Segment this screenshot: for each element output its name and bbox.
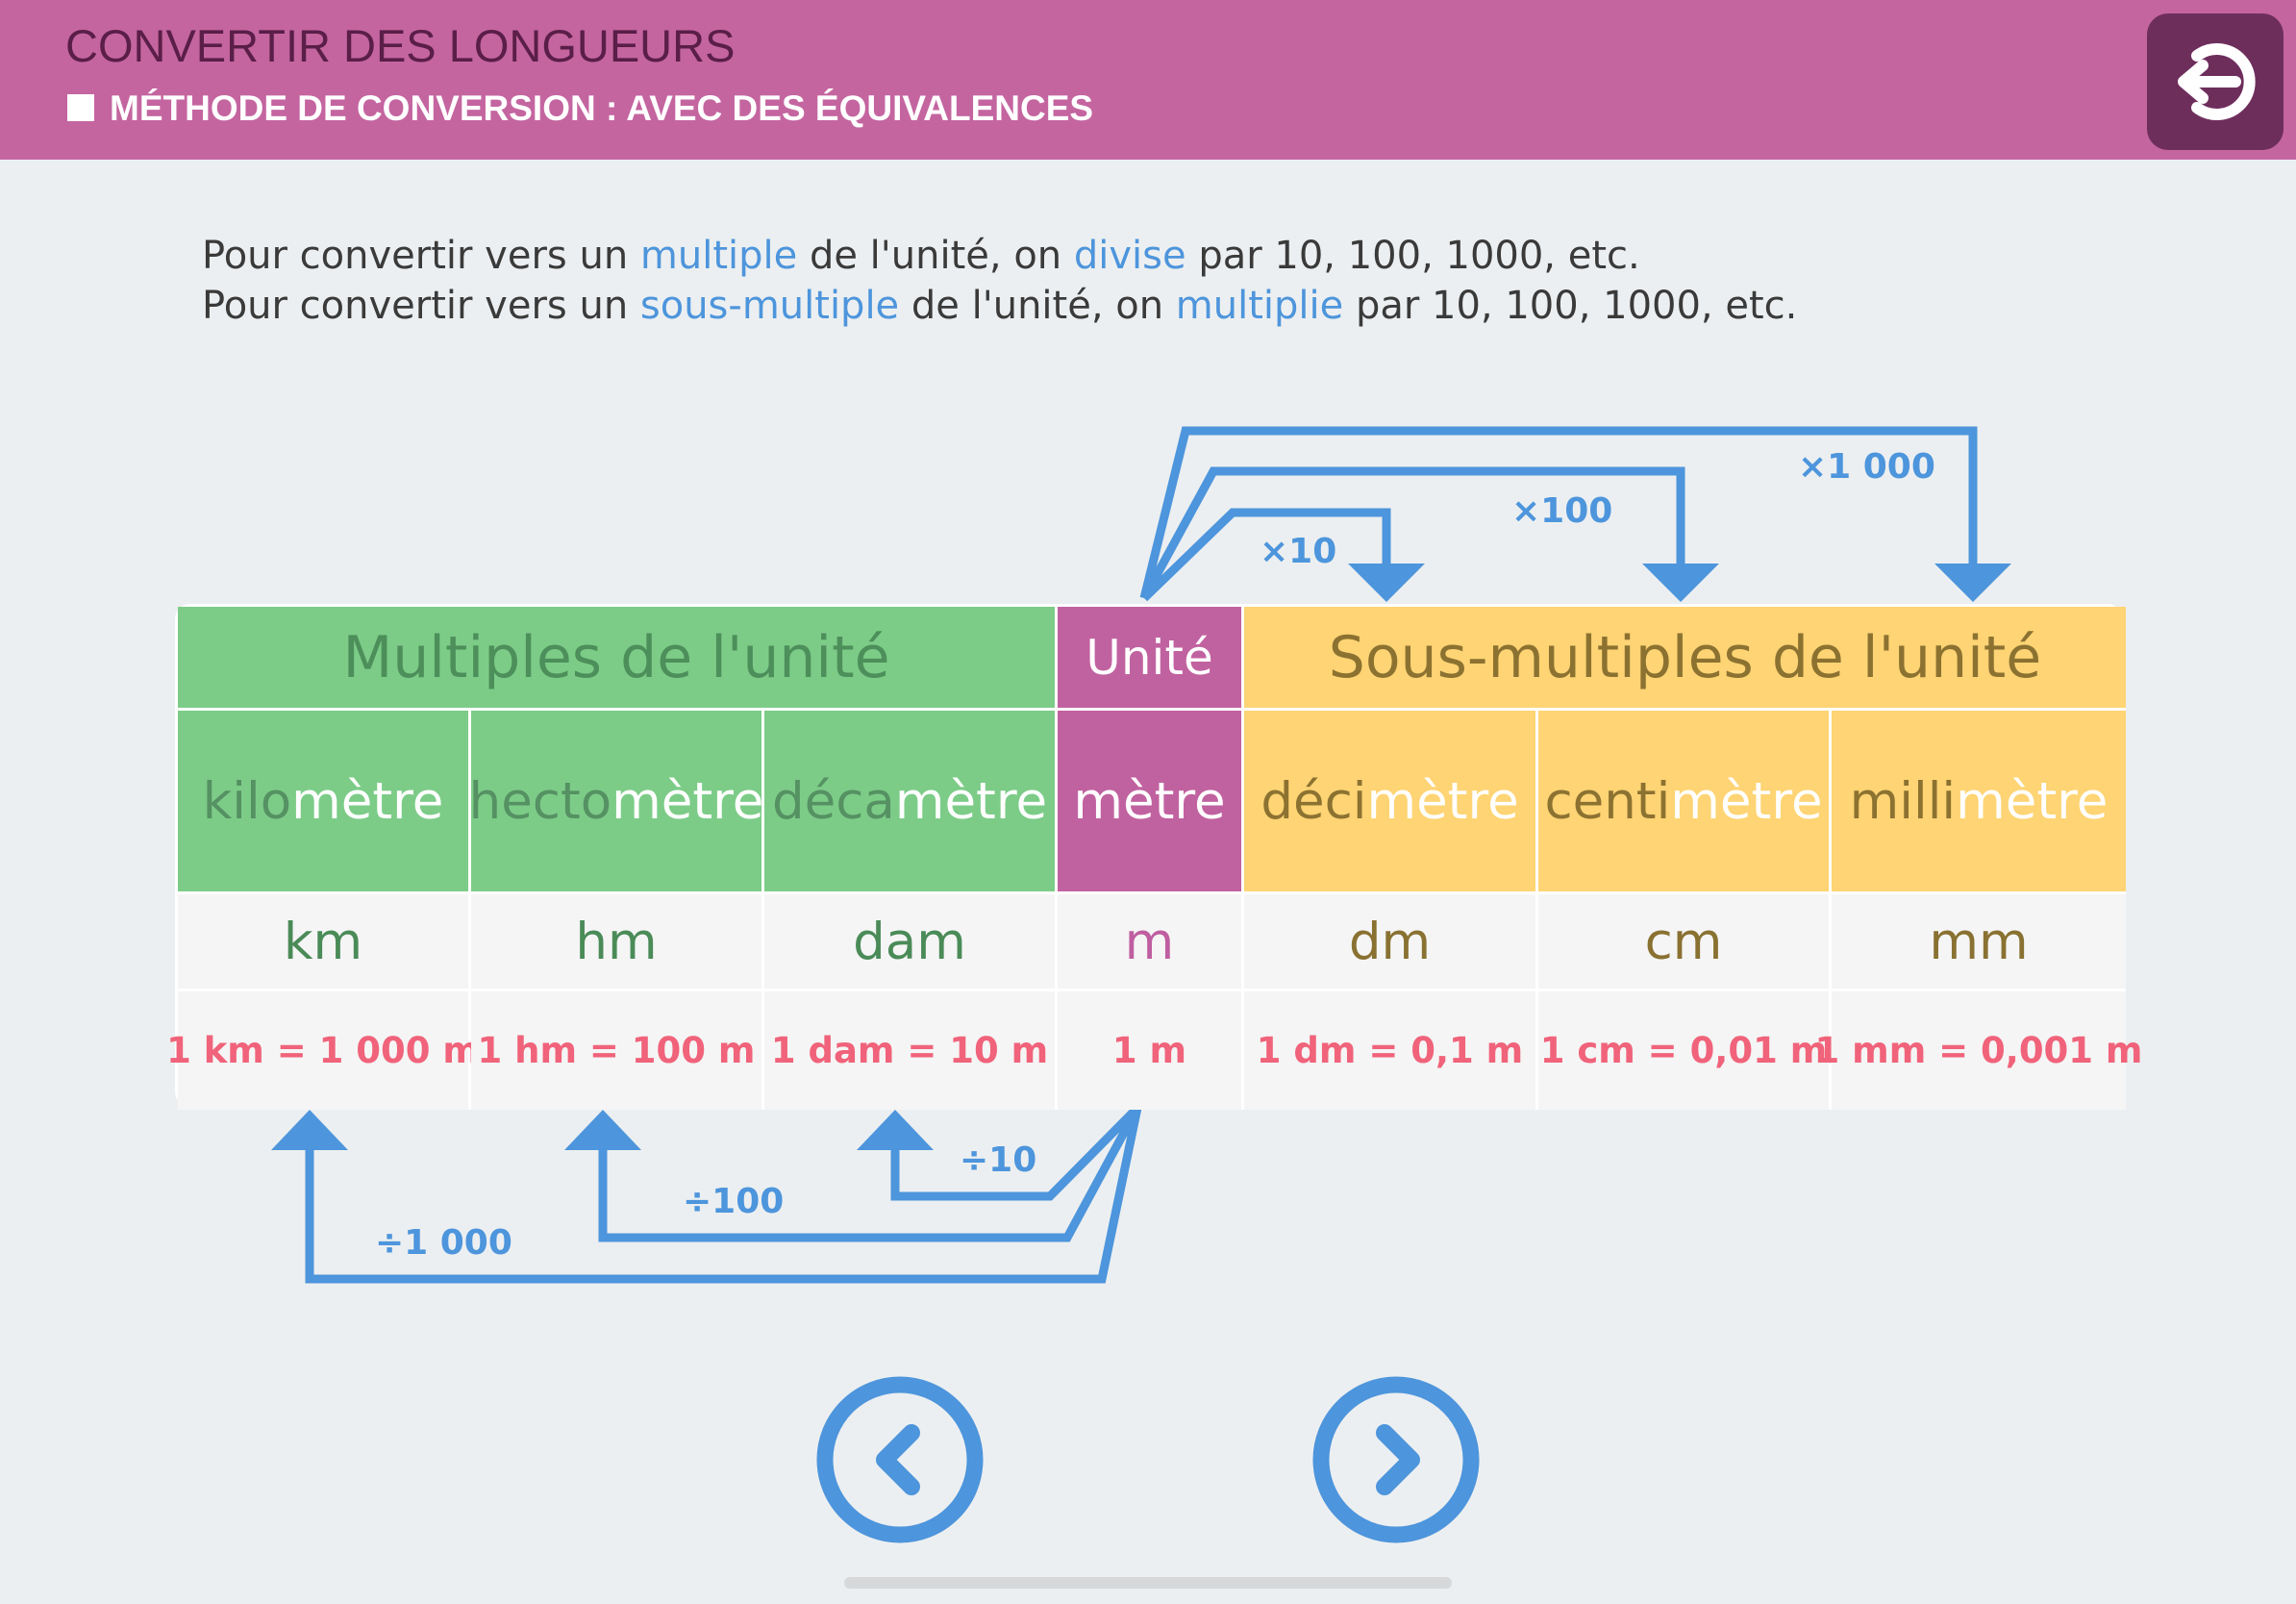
divide-10-arrow-line [890, 1104, 1141, 1201]
home-indicator[interactable] [844, 1577, 1452, 1589]
previous-button[interactable] [815, 1375, 985, 1544]
equivalence-dam: 1 dam = 10 m [764, 989, 1058, 1110]
exit-arrow-icon [2178, 43, 2256, 120]
unit-symbol-dm: dm [1244, 891, 1538, 989]
multiply-10-label: ×10 [1260, 532, 1337, 571]
intro-text: par 10, 100, 1000, etc. [1185, 234, 1640, 278]
unit-symbol-mm: mm [1832, 891, 2126, 989]
arrowhead-up-icon [271, 1110, 348, 1150]
unit-name-metre: mètre [1058, 708, 1244, 891]
equivalence-mm: 1 mm = 0,001 m [1815, 989, 2142, 1110]
unit-symbol-km: km [178, 891, 471, 989]
multiply-1000-label: ×1 000 [1798, 447, 1935, 487]
group-header-submultiples: Sous-multiples de l'unité [1244, 607, 2126, 708]
header-bar: CONVERTIR DES LONGUEURS MÉTHODE DE CONVE… [0, 0, 2296, 160]
equivalence-km: 1 km = 1 000 m [166, 989, 480, 1110]
unit-symbol-cm: cm [1538, 891, 1832, 989]
chevron-right-icon [1312, 1376, 1480, 1543]
keyword-sous-multiple: sous-multiple [639, 284, 900, 328]
arrowhead-down-icon [1642, 564, 1719, 602]
intro-line-multiple: Pour convertir vers un multiple de l'uni… [202, 234, 1640, 278]
keyword-multiple: multiple [639, 234, 798, 278]
divide-1000-arrow-line [305, 1107, 1142, 1284]
keyword-multiplie: multiplie [1175, 284, 1344, 328]
unit-symbol-m: m [1058, 891, 1244, 989]
multiply-10-arrow-line [1140, 508, 1391, 602]
arrowhead-up-icon [857, 1110, 934, 1150]
intro-line-submultiple: Pour convertir vers un sous-multiple de … [202, 284, 1797, 328]
group-header-multiples: Multiples de l'unité [178, 607, 1058, 708]
divide-100-arrow-line [598, 1105, 1141, 1242]
equivalence-hm: 1 hm = 100 m [471, 989, 764, 1110]
conversion-table: Multiples de l'unité Unité Sous-multiple… [166, 604, 2142, 1110]
intro-text: Pour convertir vers un [202, 284, 640, 328]
unit-symbol-dam: dam [764, 891, 1058, 989]
group-header-unit: Unité [1058, 607, 1244, 708]
intro-text: par 10, 100, 1000, etc. [1343, 284, 1798, 328]
divide-10-label: ÷10 [960, 1140, 1037, 1180]
multiply-100-label: ×100 [1511, 491, 1613, 531]
exit-button[interactable] [2147, 13, 2284, 150]
page-title: CONVERTIR DES LONGUEURS [65, 20, 736, 71]
divide-100-label: ÷100 [683, 1182, 785, 1221]
chevron-left-icon [816, 1376, 984, 1543]
arrowhead-down-icon [1348, 564, 1425, 602]
page-subtitle: MÉTHODE DE CONVERSION : AVEC DES ÉQUIVAL… [110, 88, 1094, 128]
divide-1000-label: ÷1 000 [375, 1223, 512, 1263]
arrowhead-up-icon [564, 1110, 641, 1150]
subtitle-square-icon [67, 94, 94, 121]
equivalence-cm: 1 cm = 0,01 m [1538, 989, 1832, 1110]
intro-text: Pour convertir vers un [202, 234, 640, 278]
intro-text: de l'unité, on [797, 234, 1074, 278]
equivalence-m: 1 m [1058, 989, 1244, 1110]
multiply-100-arrow-line [1140, 466, 1685, 601]
arrowhead-down-icon [1934, 564, 2011, 602]
intro-text: de l'unité, on [899, 284, 1176, 328]
next-button[interactable] [1311, 1375, 1481, 1544]
equivalence-dm: 1 dm = 0,1 m [1244, 989, 1538, 1110]
multiply-1000-arrow-line [1139, 426, 1978, 600]
unit-symbol-hm: hm [471, 891, 764, 989]
keyword-divise: divise [1073, 234, 1186, 278]
